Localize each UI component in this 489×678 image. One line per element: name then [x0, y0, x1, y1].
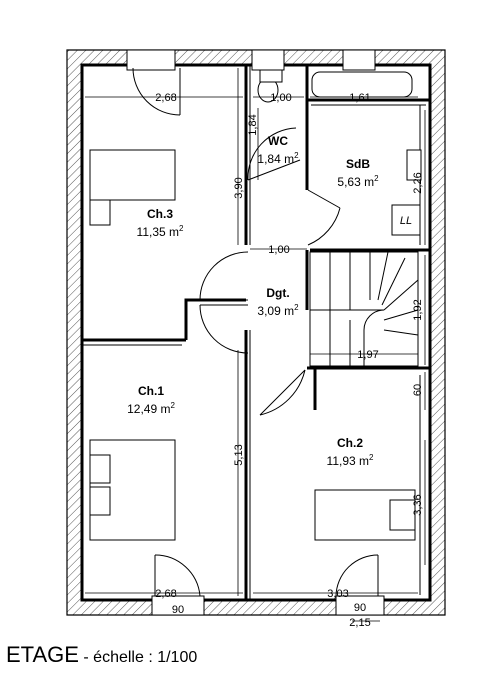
- dim-ch1-depth: 5,13: [233, 444, 245, 465]
- room-ch3-name: Ch.3: [147, 207, 173, 221]
- room-ch2-name: Ch.2: [337, 436, 363, 450]
- caption-scale: - échelle : 1/100: [78, 649, 198, 666]
- dim-window-2: 90: [354, 602, 366, 614]
- room-sdb-area: 5,63 m2: [337, 174, 379, 189]
- room-sdb-name: SdB: [346, 157, 370, 171]
- dim-stair-width: 1,97: [357, 349, 378, 361]
- interior-walls: [82, 65, 430, 600]
- dim-sdb-width: 1,61: [349, 92, 370, 104]
- dim-ch3-width: 2,68: [155, 92, 176, 104]
- room-ch2-area: 11,93 m2: [327, 453, 374, 468]
- room-wc-name: WC: [268, 134, 288, 148]
- dim-dgt-width: 1,00: [268, 244, 289, 256]
- floor-plan: 2,68 1,00 1,61 1,84 3,90 2,26 1,00 1,92 …: [66, 49, 446, 629]
- bathroom-fixtures: [257, 69, 422, 236]
- room-ch1-name: Ch.1: [138, 384, 164, 398]
- dim-wc-depth: 1,84: [247, 114, 259, 135]
- doors: [132, 67, 379, 597]
- bottom-windows: [151, 595, 385, 616]
- room-ch3-area: 11,35 m2: [137, 224, 184, 239]
- dim-ch2-width: 3,03: [327, 588, 348, 600]
- room-dgt-name: Dgt.: [266, 286, 289, 300]
- room-ch1-area: 12,49 m2: [127, 401, 175, 416]
- dim-window-1: 90: [172, 604, 184, 616]
- dim-ch1-width: 2,68: [155, 588, 176, 600]
- staircase: [309, 251, 419, 367]
- thin-walls: [82, 65, 426, 600]
- plan-caption: ETAGE - échelle : 1/100: [6, 642, 197, 668]
- room-dgt-area: 3,09 m2: [257, 303, 299, 318]
- washer-label: LL: [400, 215, 412, 227]
- dim-sdb-right: 2,26: [412, 172, 424, 193]
- dim-ch3-depth: 3,90: [233, 177, 245, 198]
- dim-window-3: 2,15: [349, 617, 370, 629]
- beds: [89, 149, 416, 541]
- dimension-lines: [85, 68, 426, 622]
- dim-ch2-right: 3,36: [412, 494, 424, 515]
- dim-stair-height: 1,92: [412, 299, 424, 320]
- dim-wc-width: 1,00: [270, 92, 291, 104]
- caption-title: ETAGE: [6, 642, 79, 667]
- top-windows: [126, 49, 376, 71]
- room-wc-area: 1,84 m2: [257, 151, 299, 166]
- dim-ch2-top: 60: [412, 384, 424, 396]
